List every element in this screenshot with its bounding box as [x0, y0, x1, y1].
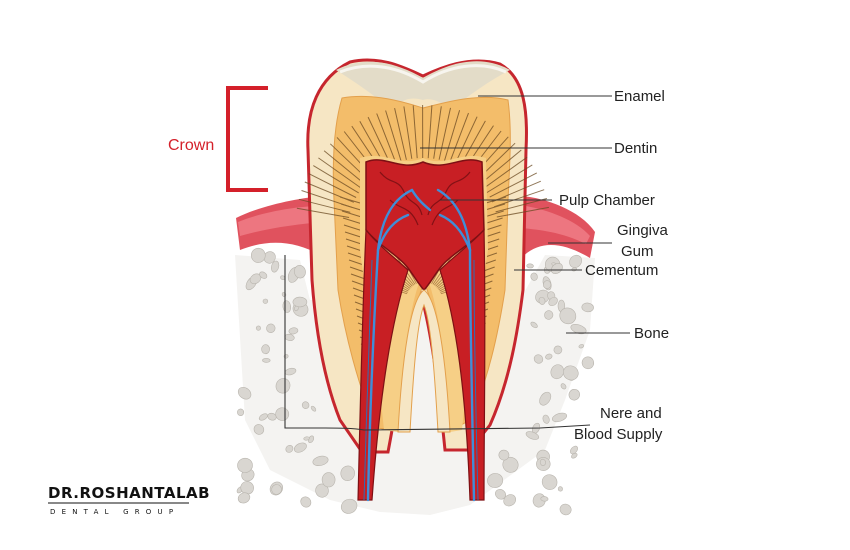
leader-lines: [284, 95, 630, 431]
nerves: [366, 188, 476, 502]
label-cementum: Cementum: [585, 262, 658, 279]
pulp: [365, 159, 485, 292]
label-nerve-line2: Blood Supply: [574, 426, 663, 443]
label-bone: Bone: [634, 325, 669, 342]
label-pulp-chamber: Pulp Chamber: [559, 192, 655, 209]
logo: DR.ROSHANTALAB DENTAL GROUP: [48, 484, 210, 516]
tooth: [296, 58, 549, 502]
label-gum: Gum: [621, 243, 654, 260]
label-enamel: Enamel: [614, 88, 665, 105]
bone-specks: [236, 247, 595, 516]
logo-name: DR.ROSHANTALAB: [48, 484, 210, 502]
part-labels: Enamel Dentin Pulp Chamber Gingiva Gum C…: [559, 88, 669, 443]
logo-subtitle: DENTAL GROUP: [50, 508, 179, 516]
nerves-thin: [363, 259, 479, 501]
gum: [236, 196, 595, 262]
leader-nerve: [284, 255, 591, 431]
label-nerve-line1: Nere and: [600, 405, 662, 422]
pulp-veins: [379, 171, 471, 226]
crown-bracket: Crown: [168, 86, 268, 192]
crown-label: Crown: [168, 137, 214, 154]
label-dentin: Dentin: [614, 140, 657, 157]
label-gingiva: Gingiva: [617, 222, 669, 239]
